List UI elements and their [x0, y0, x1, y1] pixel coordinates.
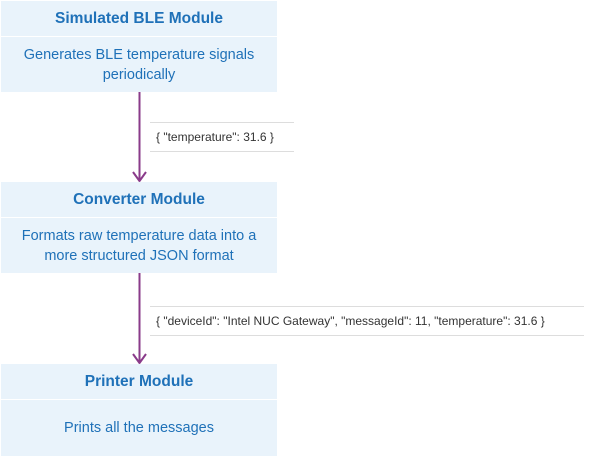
module-printer: Printer Module Prints all the messages — [1, 364, 277, 456]
module-title: Simulated BLE Module — [1, 1, 277, 37]
module-title: Printer Module — [1, 364, 277, 400]
message-label-device-json: { "deviceId": "Intel NUC Gateway", "mess… — [150, 306, 584, 336]
module-title: Converter Module — [1, 182, 277, 218]
arrow-converter-to-printer — [132, 273, 147, 364]
module-converter: Converter Module Formats raw temperature… — [1, 182, 277, 273]
module-description: Generates BLE temperature signals period… — [23, 46, 255, 83]
arrow-ble-to-converter — [132, 92, 147, 182]
message-label-temperature: { "temperature": 31.6 } — [150, 122, 294, 152]
module-description: Prints all the messages — [64, 420, 214, 436]
module-simulated-ble: Simulated BLE Module Generates BLE tempe… — [1, 1, 277, 92]
module-description: Formats raw temperature data into a more… — [21, 227, 257, 264]
